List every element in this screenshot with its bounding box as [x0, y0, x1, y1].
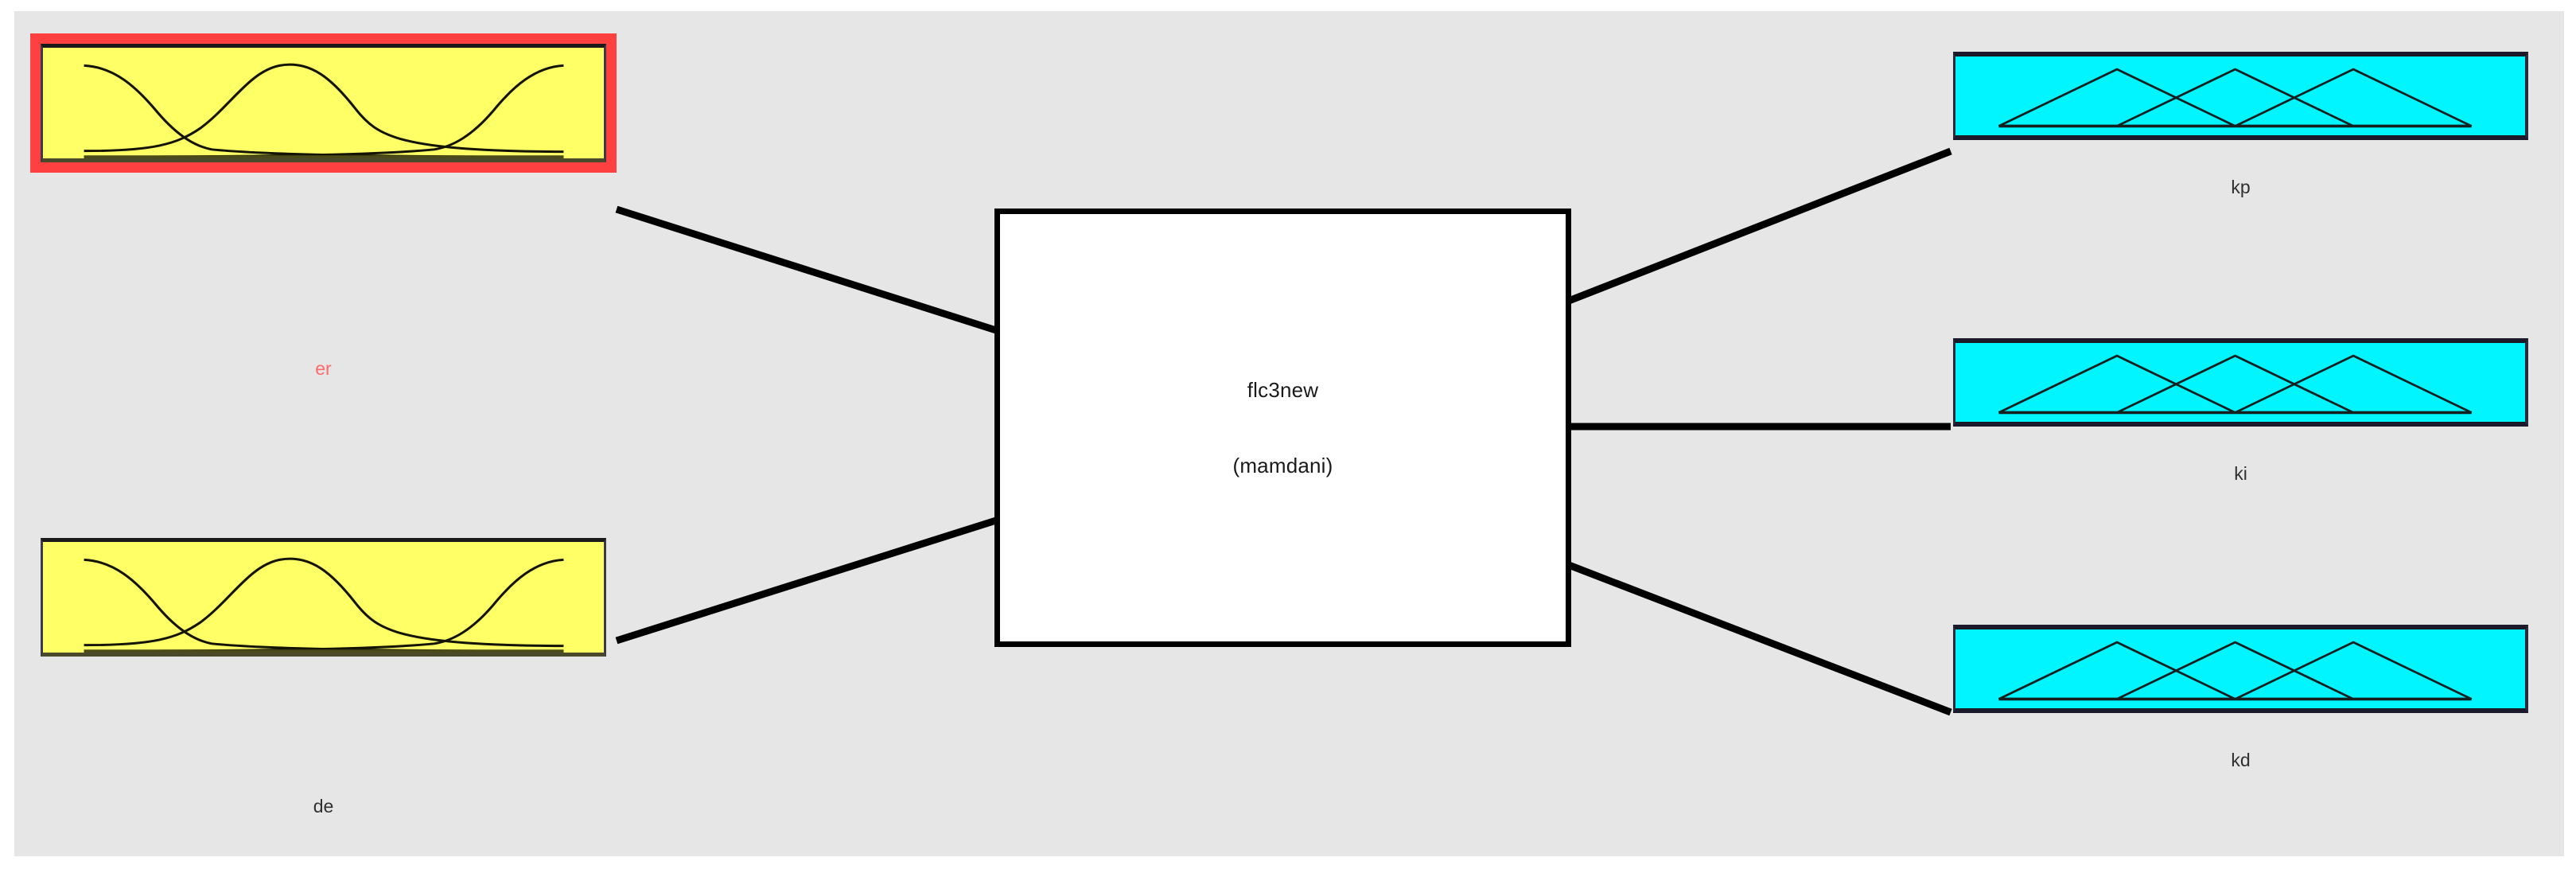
fis-type-label: (mamdani): [1232, 453, 1333, 477]
selection-frame-er: [30, 33, 617, 173]
output-label-kd: kd: [2231, 750, 2251, 770]
output-mf-plot-kd[interactable]: [1953, 625, 2528, 713]
output-node-ki[interactable]: [1953, 338, 2528, 427]
gaussian-mf-curves: [84, 557, 564, 653]
triangular-mf-curves: [1998, 68, 2473, 128]
input-node-er[interactable]: [30, 33, 617, 173]
output-label-kp: kp: [2231, 177, 2251, 197]
input-label-de: de: [313, 796, 334, 816]
input-mf-plot-er[interactable]: [41, 44, 606, 162]
output-node-kd[interactable]: [1953, 625, 2528, 713]
input-label-er: er: [315, 358, 332, 379]
gaussian-mf-curves: [84, 63, 564, 158]
output-mf-plot-ki[interactable]: [1953, 338, 2528, 427]
output-node-kp[interactable]: [1953, 52, 2528, 140]
input-mf-plot-de[interactable]: [41, 538, 606, 657]
output-label-ki: ki: [2234, 463, 2247, 484]
triangular-mf-curves: [1998, 354, 2473, 415]
fis-block[interactable]: flc3new (mamdani): [994, 209, 1571, 647]
output-mf-plot-kp[interactable]: [1953, 52, 2528, 140]
triangular-mf-curves: [1998, 641, 2473, 701]
fis-name-label: flc3new: [1247, 377, 1319, 402]
input-node-de[interactable]: [41, 538, 606, 657]
